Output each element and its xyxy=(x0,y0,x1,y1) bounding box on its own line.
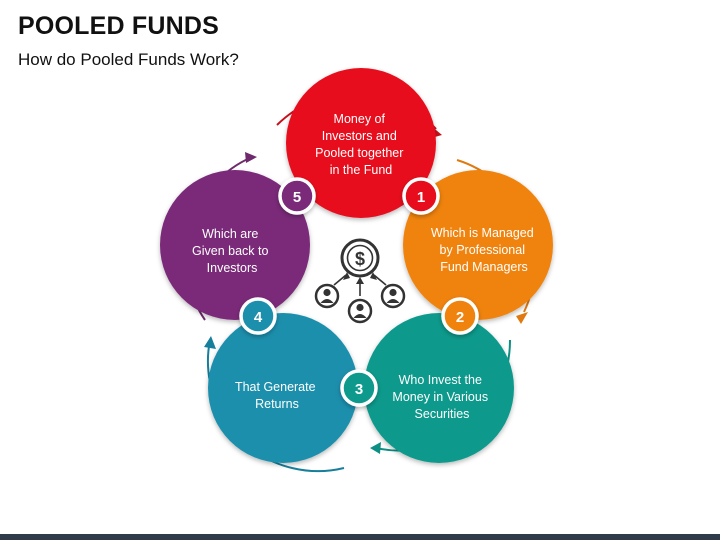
badge-5-number: 5 xyxy=(293,189,301,206)
step-5: Which are Given back to Investors xyxy=(160,170,310,320)
arrow-head-3 xyxy=(370,442,381,454)
step-1-line-1: Money of xyxy=(334,112,386,126)
page-title: POOLED FUNDS xyxy=(18,12,220,40)
step-2: Which is Managed by Professional Fund Ma… xyxy=(403,170,553,320)
badge-1-number: 1 xyxy=(417,189,425,206)
badge-1: 1 xyxy=(402,177,440,215)
bottom-bar xyxy=(0,534,720,540)
step-5-line-2: Given back to xyxy=(192,244,268,258)
step-3-text: Who Invest the Money in Various Securiti… xyxy=(392,373,491,421)
badge-4-circle xyxy=(239,297,277,335)
badge-3: 3 xyxy=(340,369,378,407)
step-3-line-1: Who Invest the xyxy=(399,373,482,387)
badge-5: 5 xyxy=(278,177,316,215)
person-icon xyxy=(347,298,373,324)
svg-text:$: $ xyxy=(355,249,365,269)
badge-4: 4 xyxy=(239,297,277,335)
dollar-icon: $ xyxy=(340,238,380,278)
step-2-circle xyxy=(403,170,553,320)
step-2-text: Which is Managed by Professional Fund Ma… xyxy=(431,226,537,274)
step-circles: Money of Investors and Pooled together i… xyxy=(160,68,553,463)
arrow-head-2 xyxy=(516,312,528,324)
person-icon xyxy=(380,283,406,309)
step-5-text: Which are Given back to Investors xyxy=(192,227,272,275)
step-5-circle xyxy=(160,170,310,320)
step-1-line-4: in the Fund xyxy=(330,163,393,177)
step-1-text: Money of Investors and Pooled together i… xyxy=(315,112,407,177)
badge-4-number: 4 xyxy=(254,309,263,326)
badge-3-circle xyxy=(340,369,378,407)
step-4-line-2: Returns xyxy=(255,397,299,411)
step-4: That Generate Returns xyxy=(208,313,358,463)
step-1-circle xyxy=(286,68,436,218)
person-icon xyxy=(314,283,340,309)
badge-2-number: 2 xyxy=(456,309,464,326)
step-1-line-3: Pooled together xyxy=(315,146,403,160)
step-2-line-1: Which is Managed xyxy=(431,226,534,240)
arrow-head-4 xyxy=(204,336,216,349)
step-2-line-3: Fund Managers xyxy=(440,260,528,274)
arrow-head-5 xyxy=(245,152,257,163)
step-4-text: That Generate Returns xyxy=(235,380,319,411)
connector-arrows xyxy=(333,272,387,296)
step-3-circle xyxy=(364,313,514,463)
step-2-line-2: by Professional xyxy=(440,243,525,257)
badge-2: 2 xyxy=(441,297,479,335)
center-icon-group: $ xyxy=(314,238,406,324)
number-badges: 1 2 3 4 5 xyxy=(239,177,479,407)
step-3-line-3: Securities xyxy=(415,407,470,421)
step-5-line-1: Which are xyxy=(202,227,258,241)
badge-5-circle xyxy=(278,177,316,215)
badge-2-circle xyxy=(441,297,479,335)
step-1-line-2: Investors and xyxy=(322,129,397,143)
step-4-line-1: That Generate xyxy=(235,380,316,394)
step-1: Money of Investors and Pooled together i… xyxy=(286,68,436,218)
badge-1-circle xyxy=(402,177,440,215)
page-subtitle: How do Pooled Funds Work? xyxy=(18,50,239,69)
step-3-line-2: Money in Various xyxy=(392,390,488,404)
step-3: Who Invest the Money in Various Securiti… xyxy=(364,313,514,463)
step-5-line-3: Investors xyxy=(207,261,258,275)
step-4-circle xyxy=(208,313,358,463)
badge-3-number: 3 xyxy=(355,381,363,398)
